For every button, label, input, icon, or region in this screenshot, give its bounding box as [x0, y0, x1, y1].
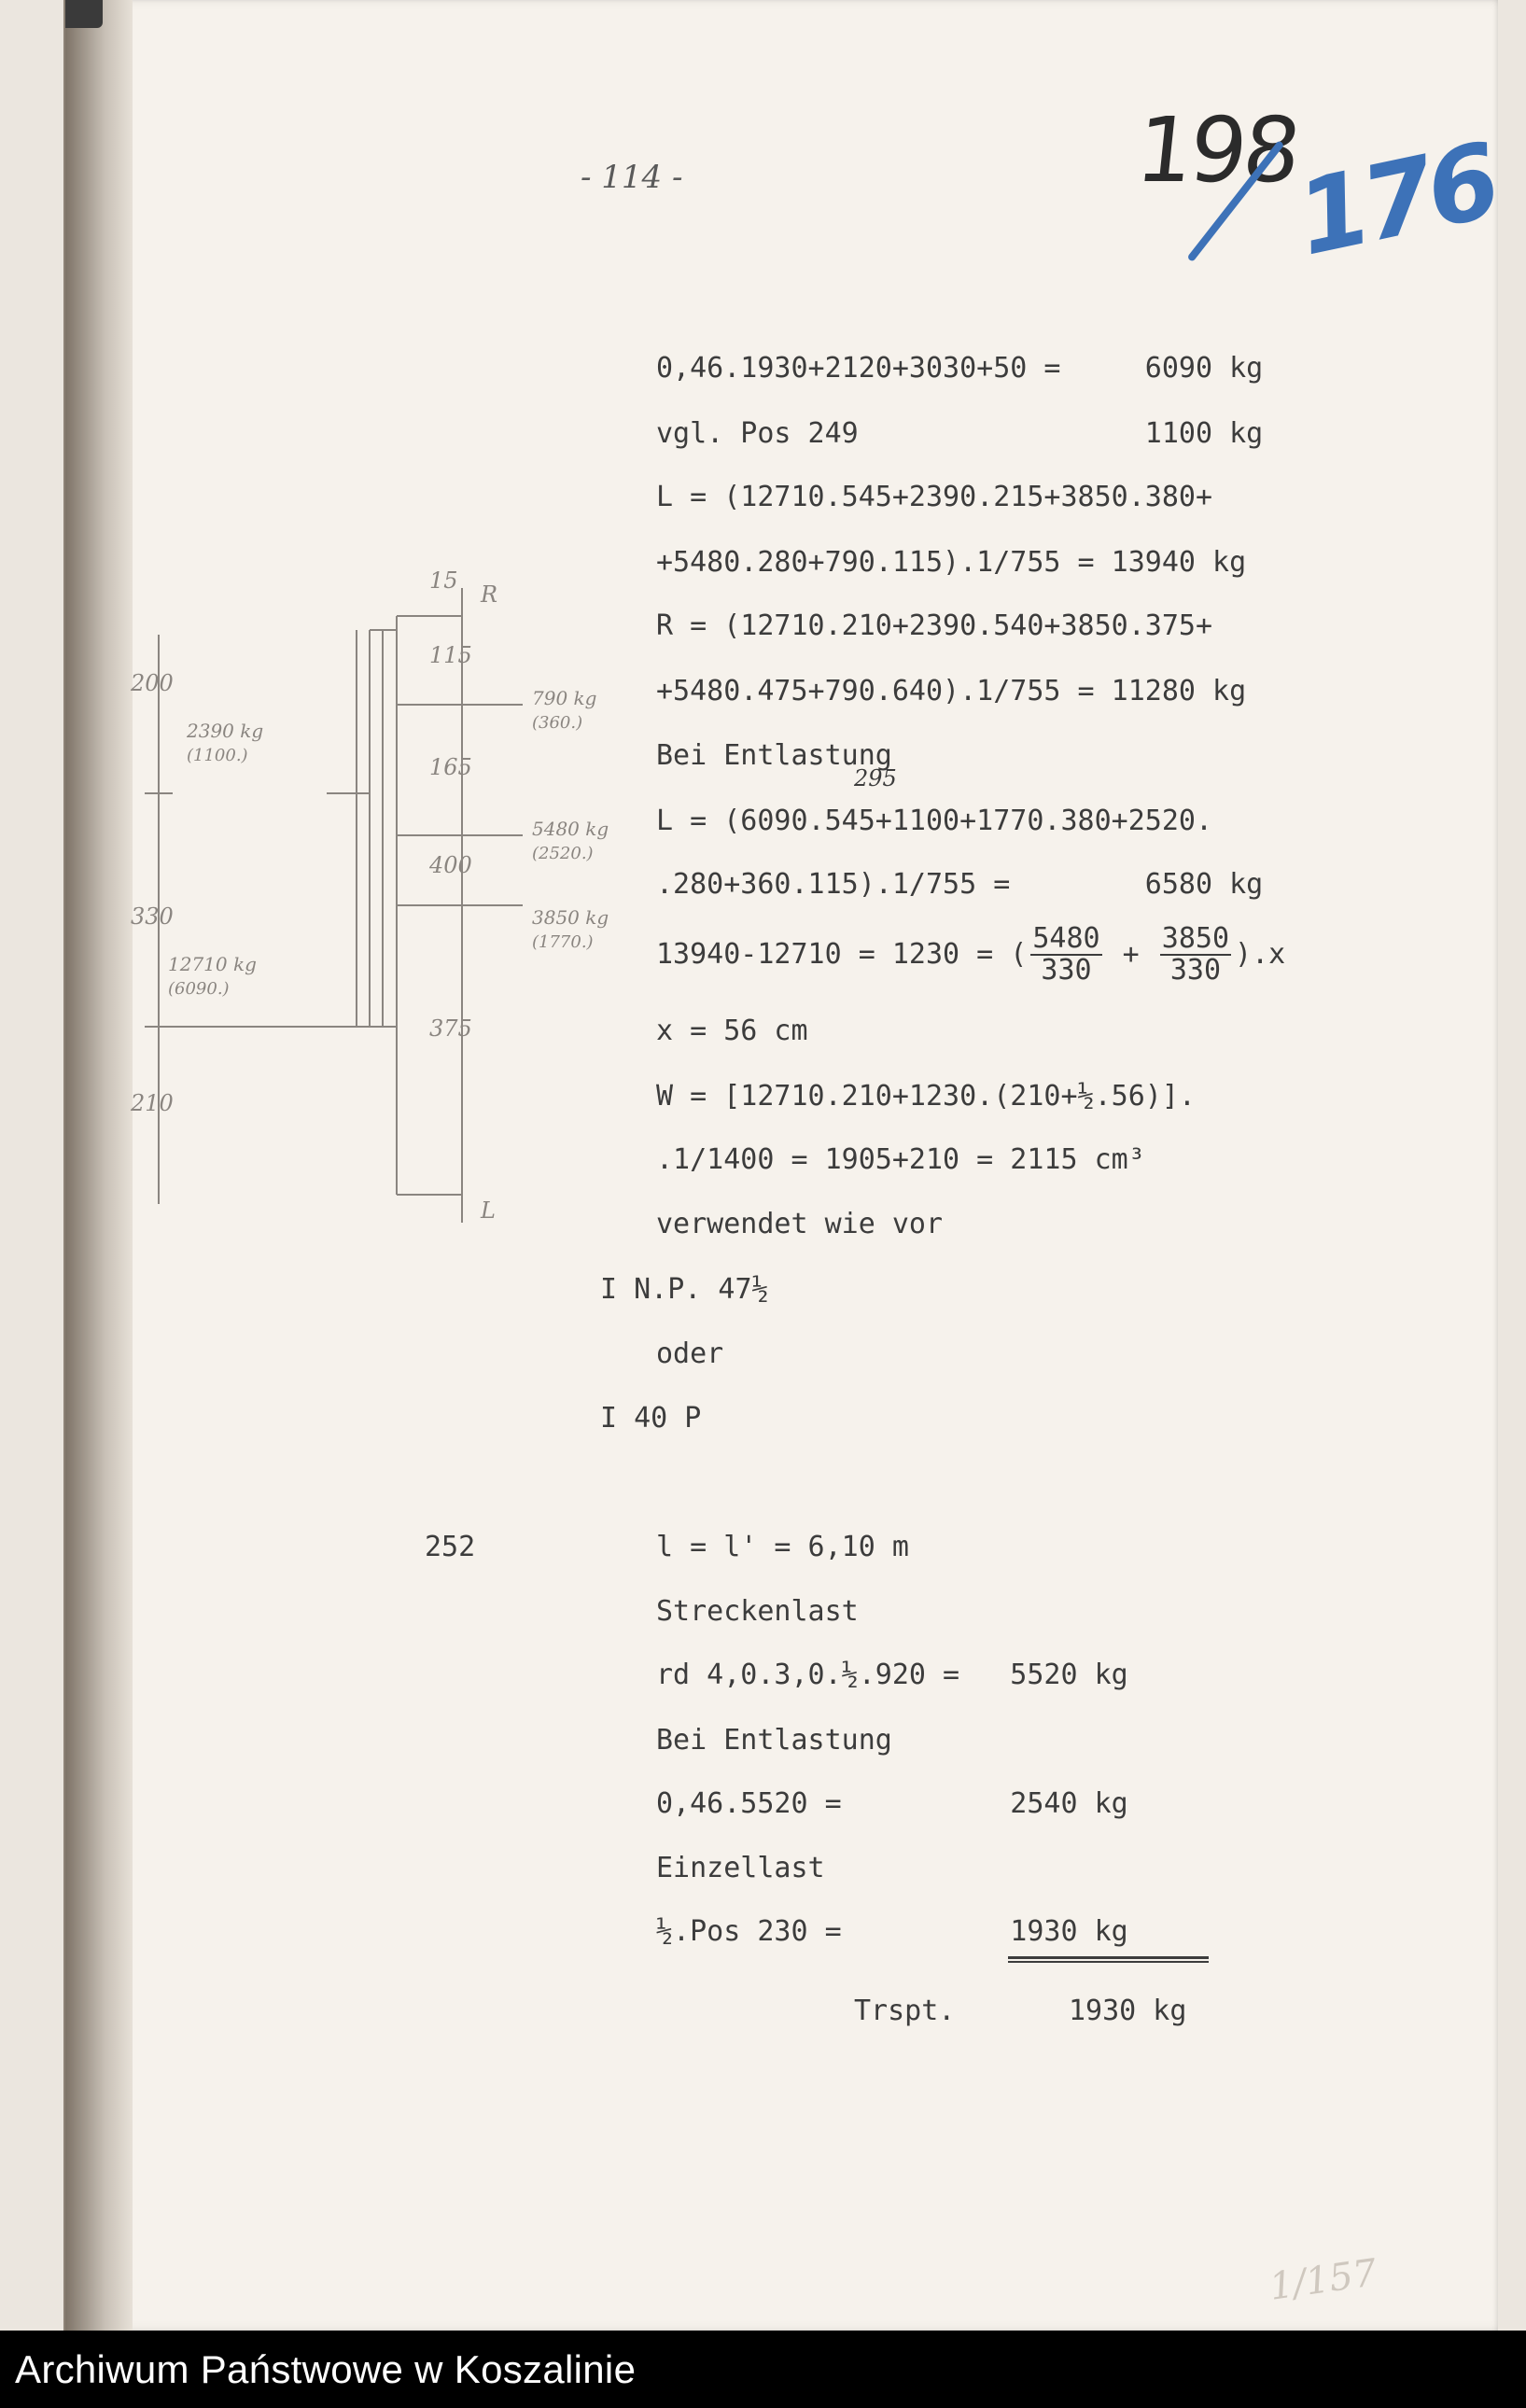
- calc-line-4: +5480.280+790.115).1/755 = 13940 kg: [656, 546, 1247, 579]
- handwritten-insert-295: 295: [854, 765, 897, 791]
- pos-line-7: ½.Pos 230 = 1930 kg: [656, 1915, 1128, 1948]
- dim-400: 400: [428, 852, 472, 878]
- fraction-suffix: ).x: [1235, 937, 1286, 971]
- calc-line-8: L = (6090.545+1100+1770.380+2520.: [656, 805, 1213, 837]
- load-790-reduced: (360.): [532, 713, 582, 733]
- calc-line-6: +5480.475+790.640).1/755 = 11280 kg: [656, 675, 1247, 707]
- load-2390-reduced: (1100.): [187, 746, 248, 765]
- load-2390: 2390 kg: [186, 720, 263, 742]
- calc-line-used: verwendet wie vor: [656, 1208, 944, 1240]
- pos-line-3: rd 4,0.3,0.½.920 = 5520 kg: [656, 1659, 1128, 1691]
- calc-line-w2: .1/1400 = 1905+210 = 2115 cm³: [656, 1143, 1145, 1176]
- document-page: [63, 0, 1498, 2331]
- archive-footer: Archiwum Państwowe w Koszalinie: [0, 2331, 1526, 2408]
- profile-1: I N.P. 47½: [600, 1273, 769, 1306]
- load-790: 790 kg: [532, 687, 596, 709]
- load-5480-reduced: (2520.): [532, 844, 594, 863]
- calc-line-7: Bei Entlastung: [656, 739, 892, 772]
- pos-line-5: 0,46.5520 = 2540 kg: [656, 1787, 1128, 1820]
- load-3850: 3850 kg: [532, 906, 609, 929]
- dim-15: 15: [429, 567, 458, 594]
- handwritten-page-number: - 114 -: [581, 159, 683, 196]
- fraction-2-numerator: 3850: [1159, 922, 1232, 956]
- sum-rule-bottom: [1008, 1961, 1209, 1963]
- pos-line-1: l = l' = 6,10 m: [656, 1531, 909, 1563]
- pos-line-6: Einzellast: [656, 1852, 825, 1884]
- dim-375: 375: [429, 1015, 472, 1042]
- load-12710-reduced: (6090.): [168, 979, 230, 999]
- position-number: 252: [425, 1531, 476, 1563]
- sum-rule-top: [1008, 1956, 1209, 1959]
- binding-clip: [65, 0, 103, 28]
- total-value: 1930 kg: [1069, 1995, 1187, 2027]
- total-label: Trspt.: [854, 1995, 956, 2027]
- profile-or: oder: [656, 1337, 724, 1370]
- load-12710: 12710 kg: [168, 953, 257, 975]
- dim-200: 200: [130, 670, 174, 696]
- calc-line-w1: W = [12710.210+1230.(210+½.56)].: [656, 1080, 1196, 1113]
- dim-330: 330: [131, 903, 174, 930]
- fraction-plus: +: [1105, 937, 1156, 971]
- load-3850-reduced: (1770.): [532, 932, 594, 952]
- calc-line-1: 0,46.1930+2120+3030+50 = 6090 kg: [656, 352, 1264, 385]
- calc-line-2: vgl. Pos 249 1100 kg: [656, 417, 1264, 450]
- dim-115: 115: [429, 642, 472, 668]
- beam-load-diagram: R L 15 115 165 400 375 200 330 210 790 k…: [130, 567, 609, 1224]
- calc-line-x: x = 56 cm: [656, 1015, 808, 1047]
- fraction-1-denominator: 330: [1041, 953, 1092, 987]
- fraction-prefix: 13940-12710 = 1230 = (: [656, 937, 1028, 971]
- calc-line-5: R = (12710.210+2390.540+3850.375+: [656, 609, 1213, 642]
- page-binding-shadow: [65, 0, 133, 2331]
- archive-name: Archiwum Państwowe w Koszalinie: [15, 2347, 637, 2391]
- pos-line-2: Streckenlast: [656, 1595, 859, 1628]
- pos-line-4: Bei Entlastung: [656, 1724, 892, 1757]
- calc-line-9: .280+360.115).1/755 = 6580 kg: [656, 868, 1264, 901]
- diagram-label-L: L: [480, 1197, 496, 1224]
- dim-210: 210: [130, 1090, 174, 1116]
- diagram-label-R: R: [480, 581, 497, 608]
- profile-2: I 40 P: [600, 1402, 702, 1435]
- fraction-1-numerator: 5480: [1030, 922, 1102, 956]
- fraction-2-denominator: 330: [1169, 953, 1222, 987]
- calc-line-3: L = (12710.545+2390.215+3850.380+: [656, 481, 1213, 513]
- dim-165: 165: [429, 754, 472, 780]
- load-5480: 5480 kg: [532, 818, 609, 840]
